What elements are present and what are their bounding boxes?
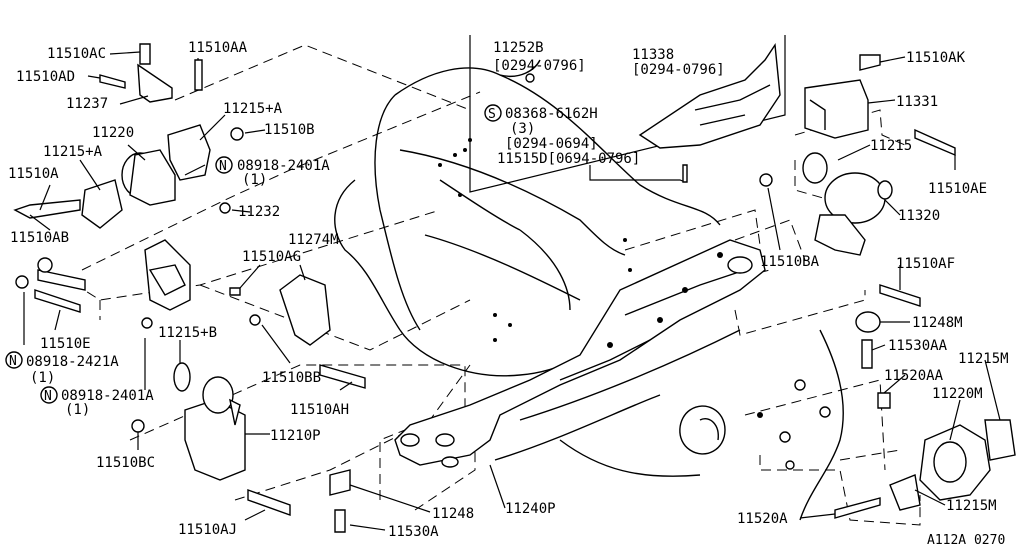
part-label: 11520AA [884,368,944,384]
part-label: 11215+B [158,325,217,341]
part-label: 11510AH [290,402,349,418]
mount-11220M [834,419,1016,519]
inset-line-5: 08368-6162H [505,106,598,122]
part-label: 11240P [505,501,556,517]
s-marker-icon [484,104,502,122]
inset-line-2: [0294-0796] [493,58,586,74]
part-label: 11220M [932,386,983,402]
part-label: 11237 [66,96,108,112]
inset-line-4: [0294-0796] [632,62,725,78]
part-label: 11210P [270,428,321,444]
part-label: 11215M [958,351,1009,367]
n-marker-icon [5,351,23,369]
inset-line-1: 11252B [493,40,544,56]
part-label: 11248 [432,506,474,522]
n-marker-letter: N [219,159,227,174]
inset-line-3: 11338 [632,47,674,63]
n-marker-letter: N [44,389,52,404]
part-label: 11510AE [928,181,987,197]
inset-line-6: (3) [510,121,535,137]
part-label: 11331 [896,94,938,110]
part-label: 11510AA [188,40,248,56]
s-marker-letter: S [488,107,496,122]
part-label: 11520A [737,511,788,527]
part-label: 11215 [870,138,912,154]
diagram-code: A112A 0270 [927,533,1005,548]
part-label: 11220 [92,125,134,141]
part-label: 11510AD [16,69,75,85]
part-label: (1) [242,172,267,188]
part-label: 11510BB [262,370,321,386]
part-label: 11510BC [96,455,155,471]
transmission [559,329,844,521]
part-label: 08918-2401A [61,388,154,404]
part-label: 11215+A [223,101,283,117]
part-label: 11215M [946,498,997,514]
part-label: 11320 [898,208,940,224]
part-label: 08918-2401A [237,158,330,174]
part-label: 11510A [8,166,59,182]
part-label: 11274M [288,232,339,248]
inset-text: 11252B [0294-0796] 11338 [0294-0796] S 0… [484,40,725,167]
part-label: 11530A [388,524,439,540]
part-labels: 11510AC 11510AA 11510AD 11237 11215+A 11… [8,40,1009,540]
crossmember-11240P [394,239,766,468]
part-label: 08918-2421A [26,354,119,370]
part-label: 11510B [264,122,315,138]
n-markers: N N N [5,156,233,404]
part-label: 11510AJ [178,522,237,538]
part-label: (1) [65,402,90,418]
inset-panel [469,35,786,193]
part-label: 11510E [40,336,91,352]
part-label: 11510AG [242,249,301,265]
inset-line-7: [0294-0694] [505,136,598,152]
part-label: 11215+A [43,144,103,160]
part-label: 11510AF [896,256,955,272]
part-label: 11510AB [10,230,69,246]
part-label: 11248M [912,315,963,331]
leader-lines [23,51,1001,531]
part-label: (1) [30,370,55,386]
inset-line-8: 11515D[0694-0796] [497,151,640,167]
part-label: 11510BA [760,254,820,270]
left-mount-assembly [13,43,291,516]
right-mount-assembly [759,54,956,409]
part-label: 11530AA [888,338,948,354]
part-label: 11510AK [906,50,966,66]
part-label: 11232 [238,204,280,220]
part-label: 11510AC [47,46,106,62]
bracket-11274M [229,274,366,389]
n-marker-icon [40,386,58,404]
bolts-11248 [329,469,351,533]
n-marker-icon [215,156,233,174]
n-marker-letter: N [9,354,17,369]
